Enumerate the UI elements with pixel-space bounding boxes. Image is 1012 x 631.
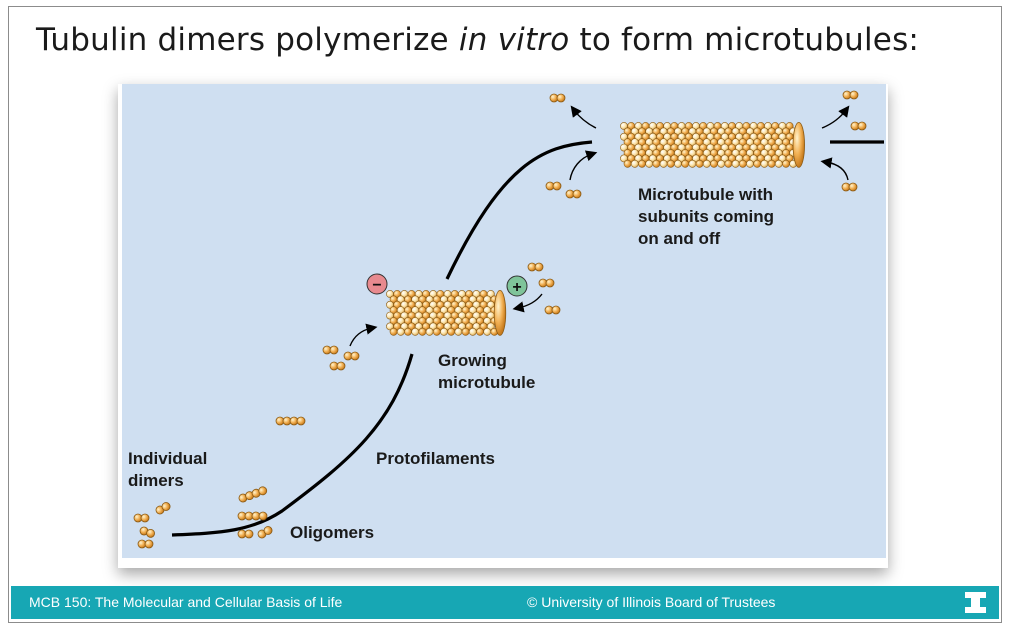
oligomers — [237, 416, 306, 539]
arrow-to-minus-end — [349, 323, 378, 347]
tubulin-subunit — [404, 327, 412, 336]
tubulin-subunit — [468, 327, 477, 336]
tubulin-subunit — [476, 327, 484, 336]
tubulin-subunit — [785, 122, 794, 130]
tubulin-subunit — [652, 159, 661, 168]
arrow-on-left — [569, 150, 598, 181]
tubulin-subunit — [674, 159, 682, 168]
label-oligomers: Oligomers — [290, 523, 375, 542]
growing-microtubule — [386, 289, 507, 336]
tubulin-subunit — [461, 327, 470, 336]
svg-text:+: + — [512, 279, 521, 296]
tubulin-subunit — [782, 159, 790, 168]
arrow-off-left — [570, 105, 597, 129]
free-dimers-growing — [322, 262, 561, 371]
tubulin-subunit — [688, 159, 697, 168]
tubulin-subunit — [659, 159, 668, 168]
tubulin-subunit — [681, 159, 690, 168]
footer-copyright: © University of Illinois Board of Truste… — [527, 594, 776, 610]
slide-title: Tubulin dimers polymerize in vitro to fo… — [36, 22, 920, 58]
tubulin-subunit — [724, 159, 733, 168]
steady-state-microtubule — [620, 122, 805, 168]
polymerization-curve-upper — [445, 140, 593, 280]
tubulin-subunit — [389, 327, 398, 336]
polymerization-curve — [171, 353, 414, 537]
tubulin-subunit — [630, 159, 639, 168]
tubulin-subunit — [645, 159, 654, 168]
tubulin-subunit — [695, 159, 704, 168]
tubulin-subunit — [486, 290, 495, 298]
tubulin-subunit — [454, 327, 463, 336]
arrow-to-plus-end — [512, 293, 543, 313]
tubulin-subunit — [432, 327, 441, 336]
tubulin-subunit — [638, 159, 646, 168]
tubulin-subunit — [411, 327, 420, 336]
tubulin-subunit — [760, 159, 769, 168]
free-dimers-steady-state — [545, 90, 867, 199]
tubulin-subunit — [710, 159, 718, 168]
tubulin-subunit — [666, 159, 675, 168]
plus-end-marker: + — [506, 275, 528, 297]
footer-course: MCB 150: The Molecular and Cellular Basi… — [29, 594, 343, 610]
arrow-on-right — [820, 157, 849, 181]
tubulin-subunit — [767, 159, 776, 168]
tubulin-subunit — [396, 327, 405, 336]
diagram-panel: − + Individual dimers Oligomers Protofil… — [122, 84, 886, 558]
individual-dimers — [133, 502, 171, 549]
polymerization-diagram: − + — [133, 90, 884, 549]
tubulin-subunit — [418, 327, 427, 336]
tubulin-subunit — [738, 159, 747, 168]
slide-footer: MCB 150: The Molecular and Cellular Basi… — [11, 586, 999, 619]
label-protofilaments: Protofilaments — [376, 449, 496, 468]
tubulin-subunit — [447, 327, 456, 336]
arrow-off-right — [821, 105, 850, 129]
tubulin-subunit — [425, 327, 434, 336]
tubulin-subunit — [440, 327, 448, 336]
microtubule-end-cap — [493, 289, 507, 336]
svg-text:−: − — [372, 277, 381, 294]
tubulin-subunit — [483, 327, 492, 336]
label-steady-state-microtubule: Microtubule with subunits coming on and … — [638, 185, 774, 248]
tubulin-subunit — [753, 159, 762, 168]
tubulin-subunit — [746, 159, 754, 168]
tubulin-subunit — [731, 159, 740, 168]
tubulin-subunit — [702, 159, 711, 168]
minus-end-marker: − — [366, 273, 388, 295]
tubulin-subunit — [774, 159, 783, 168]
microtubule-end-cap — [792, 122, 805, 168]
tubulin-subunit — [785, 154, 794, 163]
tubulin-subunit — [717, 159, 726, 168]
label-growing-microtubule: Growing microtubule — [438, 351, 536, 392]
tubulin-subunit — [486, 322, 495, 331]
tubulin-subunit — [623, 159, 632, 168]
illinois-block-i-logo — [965, 592, 986, 613]
label-individual-dimers: Individual dimers — [128, 449, 208, 490]
